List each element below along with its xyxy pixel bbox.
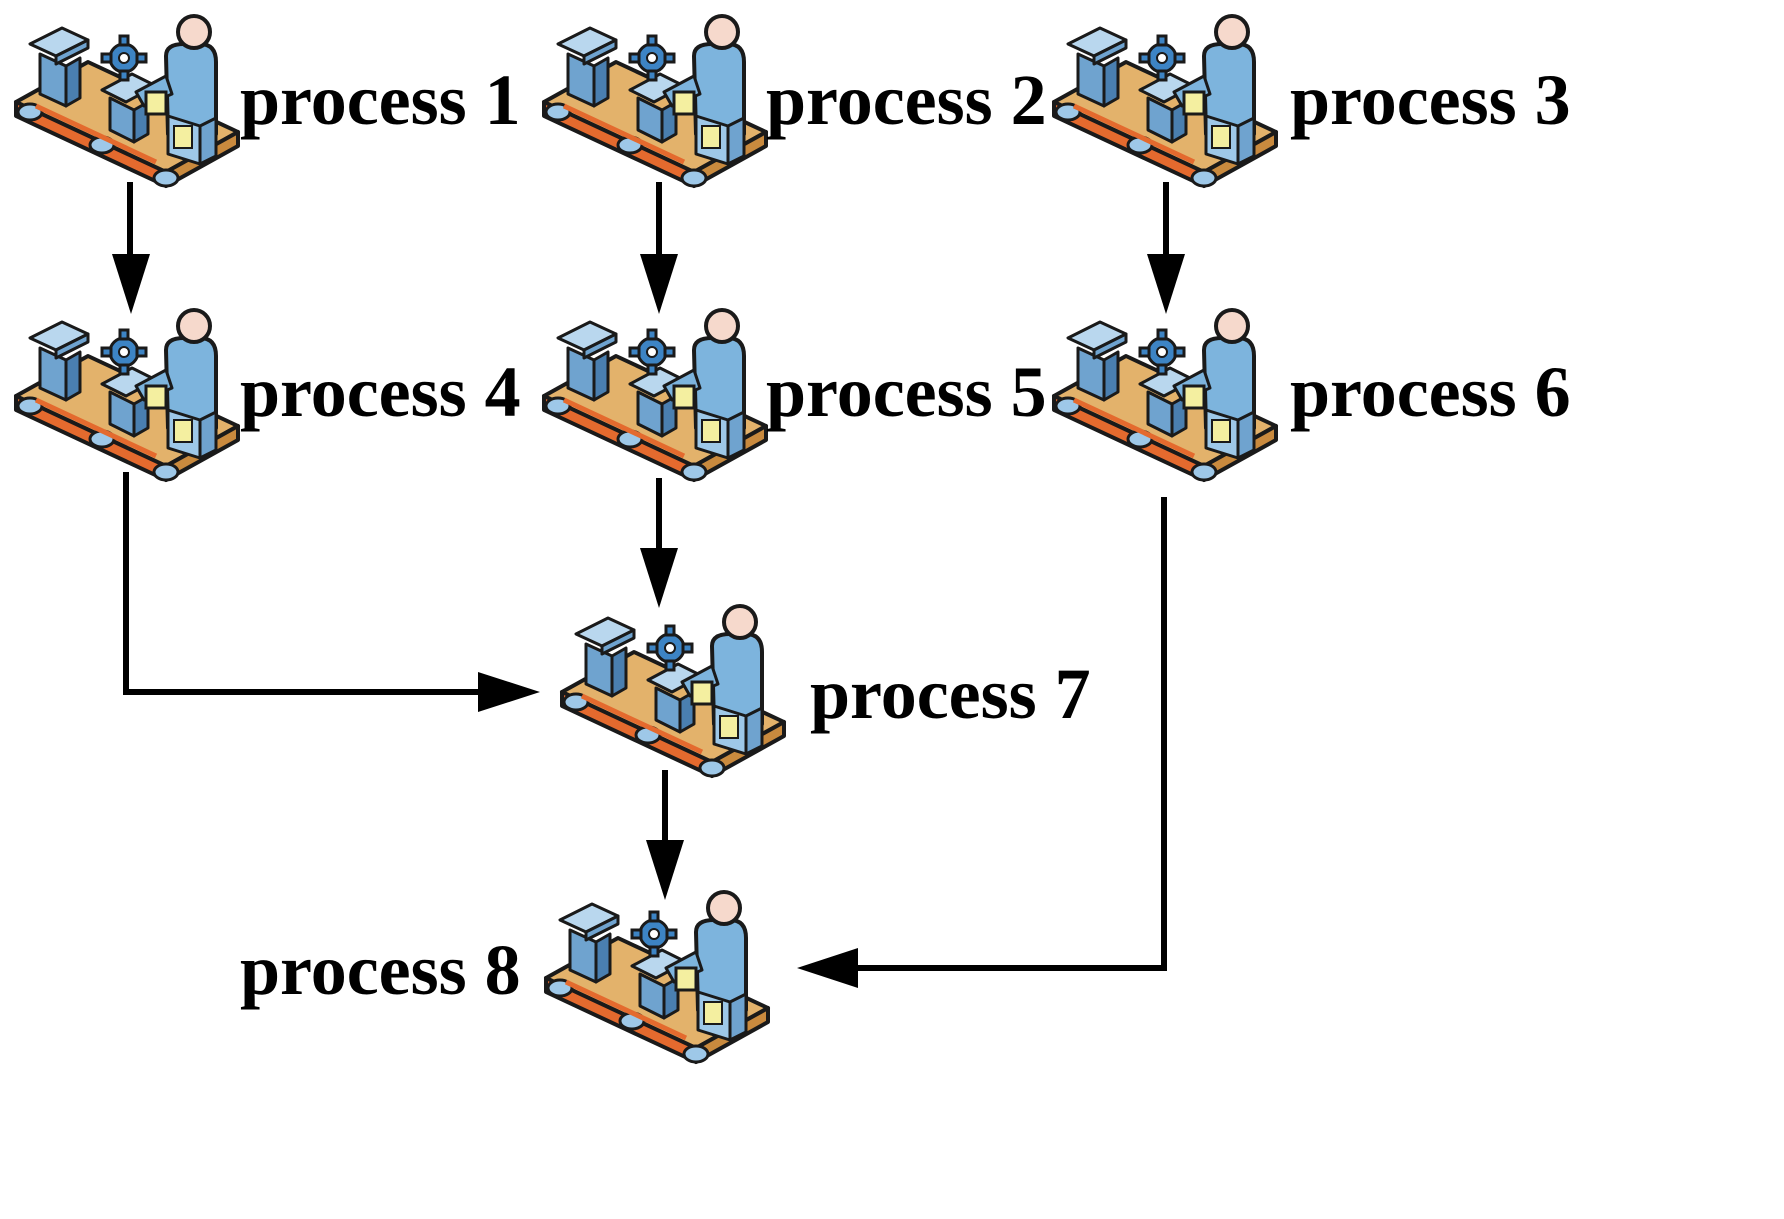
process-node-p5: process 5 bbox=[544, 310, 1047, 480]
arrowhead-p7-p8 bbox=[646, 840, 684, 900]
process-label: process 5 bbox=[766, 352, 1047, 432]
process-node-p7: process 7 bbox=[562, 606, 1091, 776]
process-node-p8: process 8 bbox=[240, 892, 768, 1062]
arrowhead-p3-p6 bbox=[1147, 254, 1185, 314]
worker-assembly-line-icon bbox=[1054, 16, 1276, 186]
arrowhead-p6-p8 bbox=[797, 948, 858, 988]
process-label: process 8 bbox=[240, 930, 521, 1010]
worker-assembly-line-icon bbox=[16, 310, 238, 480]
process-node-p3: process 3 bbox=[1054, 16, 1571, 186]
worker-assembly-line-icon bbox=[562, 606, 784, 776]
worker-assembly-line-icon bbox=[544, 16, 766, 186]
process-node-p4: process 4 bbox=[16, 310, 521, 480]
process-label: process 1 bbox=[240, 60, 521, 140]
worker-assembly-line-icon bbox=[546, 892, 768, 1062]
process-label: process 2 bbox=[766, 60, 1047, 140]
arrowhead-p5-p7 bbox=[640, 548, 678, 608]
process-node-p6: process 6 bbox=[1054, 310, 1571, 480]
process-label: process 6 bbox=[1290, 352, 1571, 432]
process-node-p2: process 2 bbox=[544, 16, 1047, 186]
worker-assembly-line-icon bbox=[544, 310, 766, 480]
arrowhead-p1-p4 bbox=[112, 254, 150, 314]
arrowhead-p2-p5 bbox=[640, 254, 678, 314]
process-label: process 4 bbox=[240, 352, 521, 432]
connector-p4-p7 bbox=[123, 472, 480, 695]
process-label: process 3 bbox=[1290, 60, 1571, 140]
process-label: process 7 bbox=[810, 654, 1091, 734]
process-node-p1: process 1 bbox=[16, 16, 521, 186]
arrowhead-p4-p7 bbox=[478, 672, 540, 712]
connectors-layer bbox=[112, 182, 1185, 988]
worker-assembly-line-icon bbox=[16, 16, 238, 186]
worker-assembly-line-icon bbox=[1054, 310, 1276, 480]
connector-p6-p8 bbox=[856, 497, 1167, 971]
